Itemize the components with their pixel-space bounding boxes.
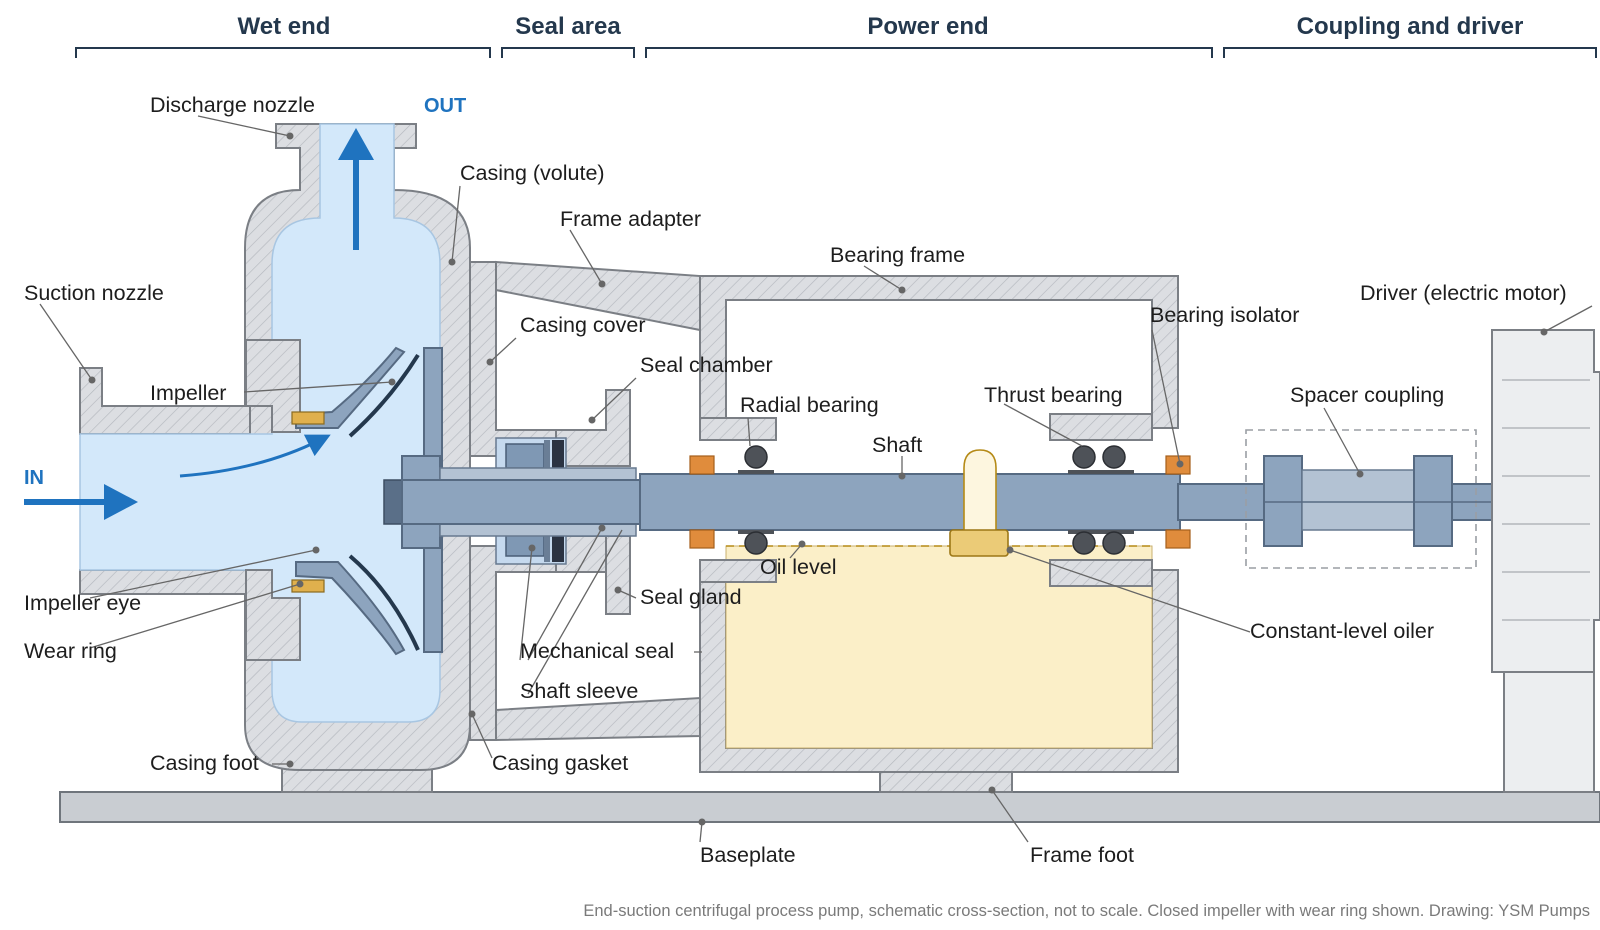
- mechanical-seal: [505, 443, 545, 469]
- shaft-sleeve: [439, 467, 637, 481]
- label-discharge-nozzle: Discharge nozzle: [150, 93, 315, 117]
- label-impeller: Impeller: [150, 381, 226, 405]
- shaft: [401, 479, 643, 525]
- label-out: OUT: [424, 95, 466, 117]
- label-mechanical-seal: Mechanical seal: [520, 639, 674, 663]
- label-wear-ring: Wear ring: [24, 639, 117, 663]
- section-seal-area: Seal area: [515, 13, 621, 40]
- label-bearing-isolator: Bearing isolator: [1150, 303, 1299, 327]
- section-coupling-driver: Coupling and driver: [1297, 13, 1524, 40]
- seal-gland: [605, 535, 631, 615]
- label-casing-foot: Casing foot: [150, 751, 259, 775]
- wear-ring: [291, 411, 325, 425]
- label-shaft-sleeve: Shaft sleeve: [520, 679, 638, 703]
- label-radial-bearing: Radial bearing: [740, 393, 879, 417]
- caption: End-suction centrifugal process pump, sc…: [583, 902, 1590, 920]
- label-casing-gasket: Casing gasket: [492, 751, 628, 775]
- section-wet-end: Wet end: [238, 13, 331, 40]
- section-power-end: Power end: [867, 13, 988, 40]
- power-end: [699, 275, 1179, 773]
- leader-lines: [39, 115, 1593, 843]
- coupling-driver: [1245, 329, 1600, 793]
- label-seal-chamber: Seal chamber: [640, 353, 773, 377]
- label-shaft: Shaft: [872, 433, 922, 457]
- label-seal-gland: Seal gland: [640, 585, 742, 609]
- thrust-bearing: [1068, 470, 1134, 474]
- baseplate: [59, 791, 1600, 823]
- constant-level-oiler: [963, 449, 997, 533]
- label-driver: Driver (electric motor): [1360, 281, 1567, 305]
- spacer-coupling: [1301, 469, 1415, 531]
- label-bearing-frame: Bearing frame: [830, 243, 965, 267]
- radial-bearing: [738, 470, 774, 474]
- label-oil-level: Oil level: [760, 555, 836, 579]
- label-baseplate: Baseplate: [700, 843, 796, 867]
- pumped-fluid: [79, 123, 441, 723]
- section-headers: Wet end Seal area Power end Coupling and…: [75, 13, 1597, 58]
- label-thrust-bearing: Thrust bearing: [984, 383, 1123, 407]
- wet-end: [24, 123, 471, 771]
- label-impeller-eye: Impeller eye: [24, 591, 141, 615]
- label-casing-cover: Casing cover: [520, 313, 645, 337]
- seal-chamber: [555, 389, 631, 467]
- label-spacer-coupling: Spacer coupling: [1290, 383, 1444, 407]
- label-frame-foot: Frame foot: [1030, 843, 1134, 867]
- driver-motor: [1491, 329, 1600, 673]
- coupling-guard: [1245, 429, 1477, 569]
- label-in: IN: [24, 467, 44, 489]
- label-suction-nozzle: Suction nozzle: [24, 281, 164, 305]
- part-labels: Discharge nozzle OUT Casing (volute) Fra…: [24, 93, 1567, 867]
- label-constant-level-oiler: Constant-level oiler: [1250, 619, 1434, 643]
- label-casing-volute: Casing (volute): [460, 161, 605, 185]
- label-frame-adapter: Frame adapter: [560, 207, 701, 231]
- internal-flow-arrow: [179, 434, 331, 478]
- bearing-isolator: [689, 455, 715, 475]
